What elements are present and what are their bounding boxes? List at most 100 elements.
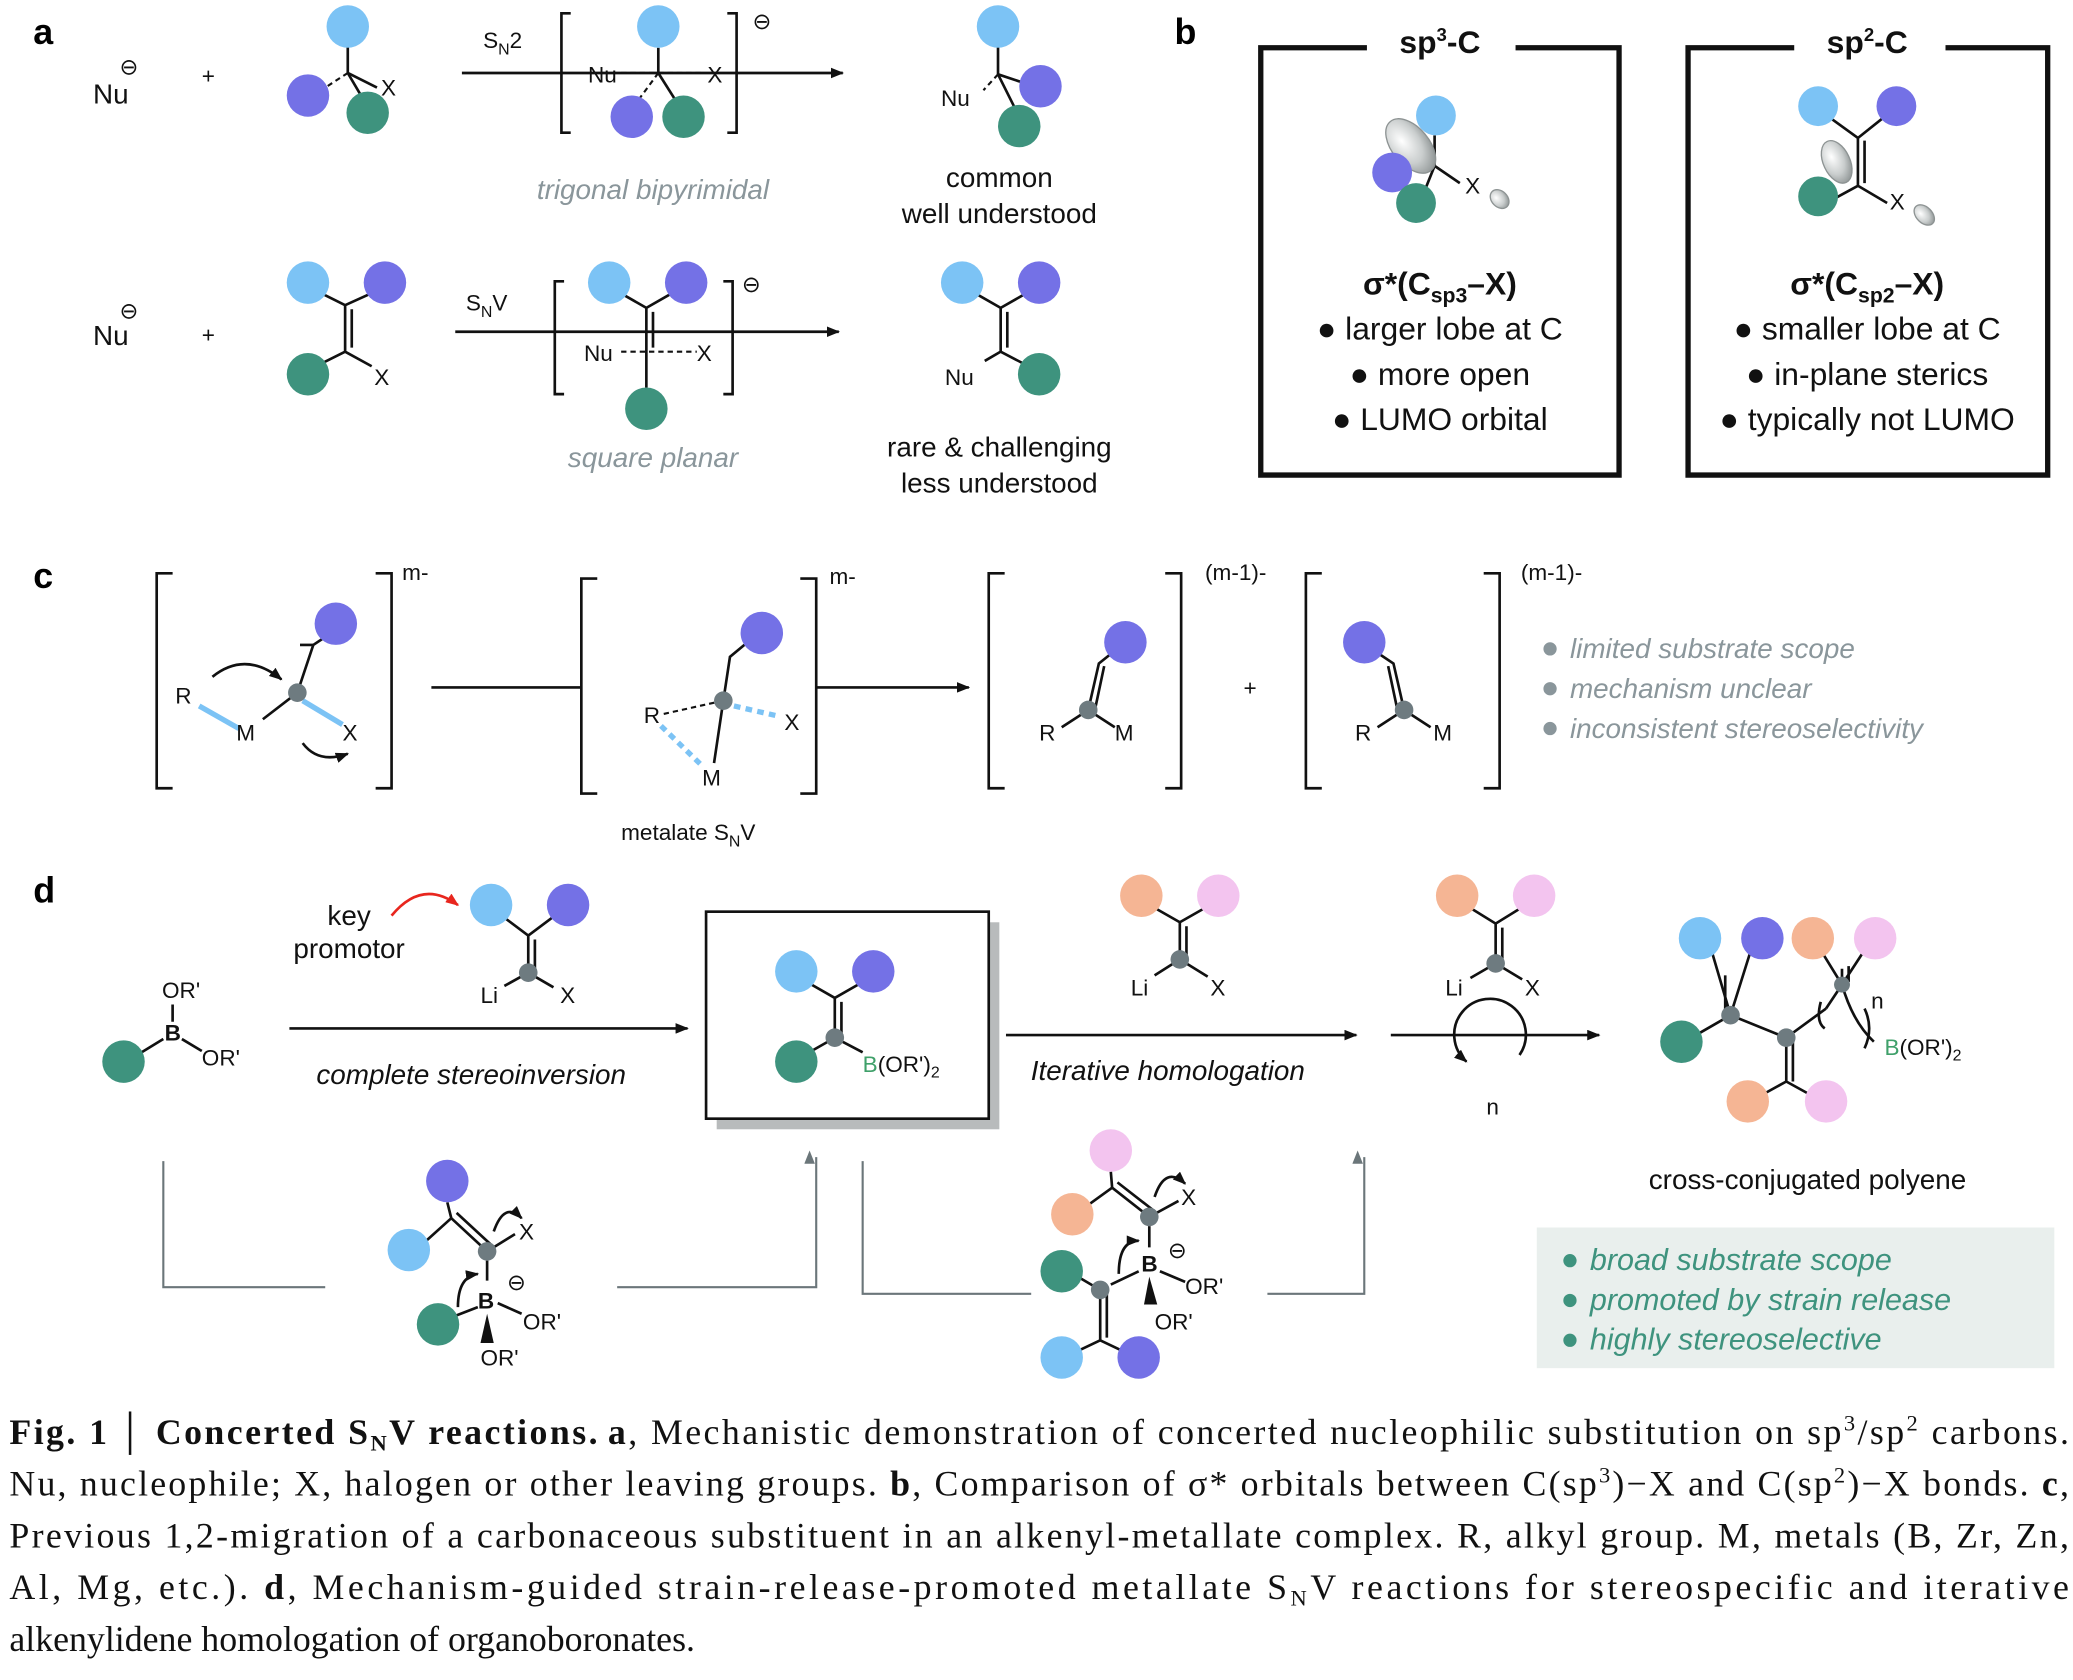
x-label: X	[1181, 1185, 1196, 1210]
charge-label: (m-1)-	[1521, 560, 1582, 585]
sp2-box: sp2-C X σ*(Csp2–X) ● smaller lobe at C ●…	[1685, 24, 2051, 478]
limitation-item: mechanism unclear	[1570, 673, 1813, 704]
negative-charge-icon: ⊖	[120, 298, 139, 323]
negative-charge-icon: ⊖	[120, 54, 139, 79]
sn2-transition-state: Nu X ⊖	[560, 5, 772, 139]
limitation-item: inconsistent stereoselectivity	[1570, 713, 1925, 744]
caption-line-4: Al, Mg, etc.). d, Mechanism-guided strai…	[9, 1567, 2069, 1611]
or-label: OR'	[480, 1345, 518, 1370]
x-label: X	[560, 983, 575, 1008]
sp3-bullet: ● more open	[1350, 356, 1530, 392]
snv-label: SNV	[466, 291, 508, 322]
n-label: n	[1486, 1095, 1499, 1120]
sp2-sigma-label: σ*(Csp2–X)	[1790, 266, 1944, 308]
sp2-bullet: ● smaller lobe at C	[1734, 311, 2001, 347]
r-label: R	[1039, 720, 1055, 745]
product-e: (m-1)- R M	[987, 560, 1266, 790]
step2-label: Iterative homologation	[1031, 1055, 1305, 1086]
step1-label: complete stereoinversion	[316, 1059, 626, 1090]
metallate-complex: m- R M X	[155, 560, 428, 790]
n-subscript: n	[1871, 989, 1884, 1014]
boronate-intermediate-2: X B ⊖ OR' OR'	[1040, 1129, 1223, 1379]
or-label: OR'	[202, 1046, 240, 1071]
leaving-group-label: X	[374, 365, 389, 390]
panel-label-d: d	[33, 870, 55, 910]
x-label: X	[342, 720, 357, 745]
caption-line-3: Previous 1,2-migration of a carbonaceous…	[9, 1515, 2069, 1555]
advantages-panel: broad substrate scope promoted by strain…	[1536, 1227, 2055, 1369]
metalate-snv-label: metalate SNV	[621, 820, 755, 851]
ts1-caption: trigonal bipyrimidal	[537, 174, 770, 205]
ts-x-label: X	[707, 62, 722, 87]
snv-transition-state: Nu X ⊖	[553, 261, 761, 430]
sp2-substrate: X	[286, 261, 407, 396]
panel-b: b sp3-C X σ*(Csp3–X) ● larger lobe at C …	[1175, 12, 2051, 478]
charge-label: m-	[402, 560, 428, 585]
negative-charge-icon: ⊖	[753, 9, 772, 34]
key-promotor-label: key	[327, 900, 370, 931]
sp2-bullet: ● typically not LUMO	[1720, 401, 2015, 437]
li-label: Li	[480, 983, 498, 1008]
plus-sign: +	[202, 322, 215, 347]
negative-charge-icon: ⊖	[742, 272, 761, 297]
panel-label-b: b	[1175, 12, 1197, 52]
ts-nu-label: Nu	[584, 341, 613, 366]
key-promotor-label: promotor	[293, 933, 404, 964]
lithium-reagent-3: Li X	[1435, 874, 1556, 1000]
or-label: OR'	[1185, 1274, 1223, 1299]
panel-label-a: a	[33, 12, 54, 52]
panel-a: a Nu ⊖ + X SN2 Nu X ⊖ trigonal bipyrimid…	[33, 5, 1112, 498]
lithium-reagent: Li X	[469, 883, 590, 1008]
sp3-bullet: ● LUMO orbital	[1332, 401, 1548, 437]
r-label: R	[175, 683, 191, 708]
r-label: R	[1355, 720, 1371, 745]
sp3-box: sp3-C X σ*(Csp3–X) ● larger lobe at C ● …	[1258, 24, 1622, 478]
sn2-label: SN2	[483, 28, 522, 59]
boronic-ester: B OR' OR'	[102, 978, 240, 1083]
ts-x-label: X	[697, 341, 712, 366]
charge-label: m-	[829, 564, 855, 589]
x-label: X	[1890, 190, 1905, 215]
boronate-label: B(OR')2	[863, 1052, 940, 1081]
or-label: OR'	[1155, 1310, 1193, 1335]
panel-c: c m- R M X m- R X M metal	[33, 556, 1925, 851]
product-nu-label: Nu	[941, 86, 970, 111]
x-label: X	[519, 1219, 534, 1244]
nucleophile-label: Nu	[93, 320, 129, 351]
x-label: X	[1525, 975, 1540, 1000]
product2-note-2: less understood	[901, 467, 1098, 498]
lithium-reagent-2: Li X	[1120, 874, 1240, 1000]
product-z: (m-1)- R M	[1304, 560, 1582, 790]
or-label: OR'	[162, 978, 200, 1003]
product1-note-2: well understood	[901, 198, 1097, 229]
product-label: cross-conjugated polyene	[1649, 1164, 1966, 1195]
m-label: M	[702, 766, 721, 791]
metalate-snv-ts: m- R X M	[580, 564, 856, 795]
m-label: M	[1433, 720, 1452, 745]
or-label: OR'	[523, 1310, 561, 1335]
li-label: Li	[1445, 975, 1463, 1000]
m-label: M	[1115, 720, 1134, 745]
li-label: Li	[1131, 975, 1149, 1000]
iterate-cycle-icon	[1452, 997, 1528, 1063]
boronate-label: B(OR')2	[1884, 1035, 1961, 1064]
nucleophile-label: Nu	[93, 79, 129, 110]
boron-label: B	[165, 1020, 181, 1045]
negative-charge-icon: ⊖	[507, 1270, 526, 1295]
x-label: X	[1465, 174, 1480, 199]
cross-conjugated-polyene: n B(OR')2	[1660, 916, 1962, 1123]
m-label: M	[236, 720, 255, 745]
sp2-bullet: ● in-plane sterics	[1746, 356, 1988, 392]
r-label: R	[644, 703, 660, 728]
snv-product: Nu	[940, 261, 1061, 396]
boron-label: B	[478, 1288, 494, 1313]
sn2-product: Nu	[941, 5, 1062, 148]
product1-note-1: common	[946, 162, 1053, 193]
boronate-intermediate-1: X B ⊖ OR' OR'	[387, 1159, 561, 1370]
product2-note-1: rare & challenging	[887, 431, 1112, 462]
leaving-group-label: X	[381, 76, 396, 101]
sp3-substrate: X	[286, 5, 396, 135]
